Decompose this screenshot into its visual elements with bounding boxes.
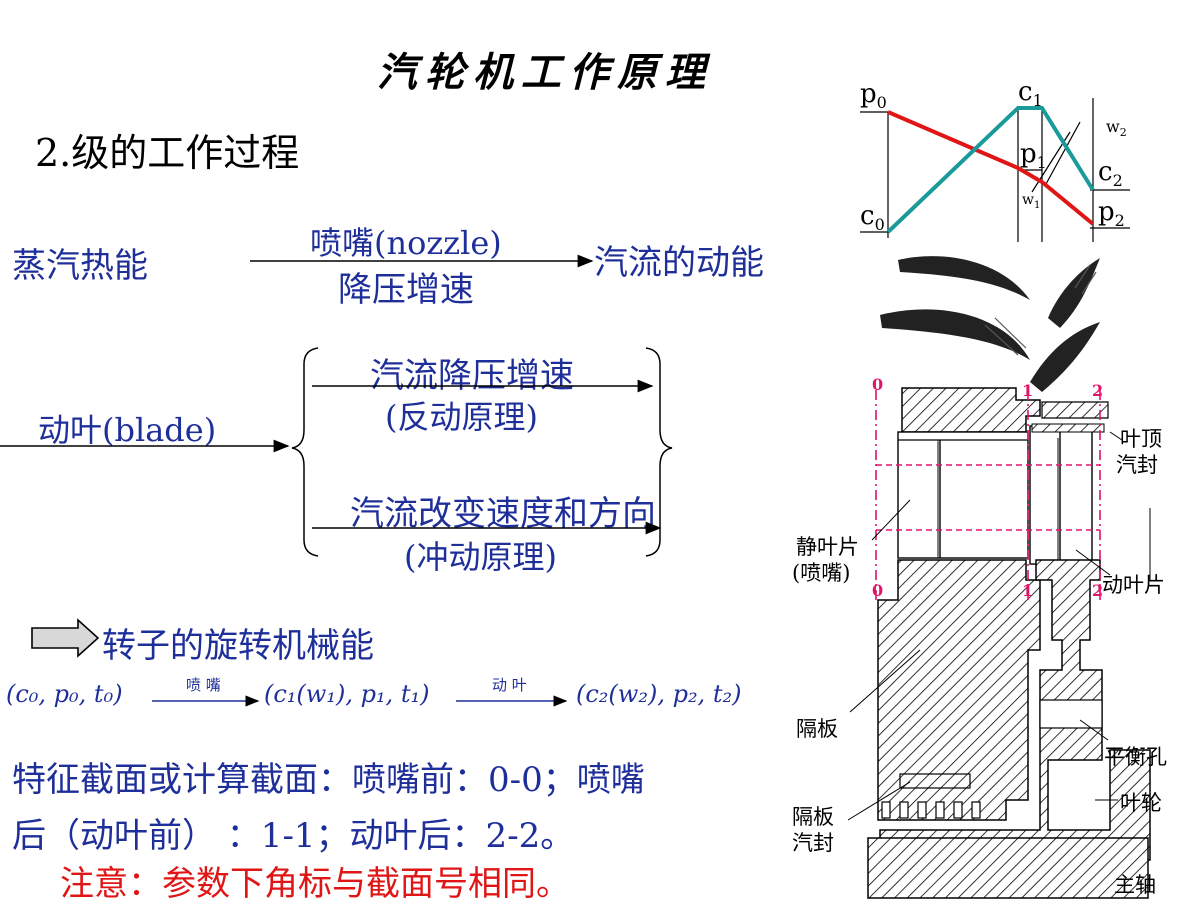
note-text: 注意：参数下角标与截面号相同。: [60, 864, 570, 904]
formula-state2: (c₂(w₂), p₂, t₂): [576, 680, 742, 708]
section-1-bottom: 1: [1022, 581, 1033, 600]
flow2-source: 动叶(blade): [38, 411, 217, 449]
flow-arrows: [0, 254, 673, 707]
balance-hole: [1039, 699, 1103, 729]
label-c2: c2: [1098, 157, 1123, 190]
flow1-arrow-bottom-label: 降压增速: [338, 270, 474, 310]
flow1-target: 汽流的动能: [594, 243, 764, 283]
label-p2: p2: [1098, 197, 1125, 230]
formula-state1: (c₁(w₁), p₁, t₁): [264, 680, 430, 708]
formula-state0: (c₀, p₀, t₀): [6, 680, 123, 708]
label-tip-seal-2: 汽封: [1116, 453, 1158, 477]
section-subtitle: 2.级的工作过程: [35, 131, 300, 175]
right-brace: [645, 347, 673, 557]
flow2-branch1-top: 汽流降压增速: [370, 356, 574, 396]
state-formula: (c₀, p₀, t₀) 喷 嘴 (c₁(w₁), p₁, t₁) 动 叶 (c…: [6, 676, 766, 720]
section-line-2: 后（动叶前） ：1-1；动叶后：2-2。: [12, 816, 575, 856]
label-w1: w1: [1022, 192, 1040, 211]
label-diaphragm: 隔板: [796, 717, 838, 741]
label-diaphragm-seal-2: 汽封: [792, 831, 834, 855]
label-wheel: 叶轮: [1120, 791, 1162, 815]
flow2-branch2-bottom: (冲动原理): [404, 538, 557, 576]
wheel-disk: [879, 559, 1151, 861]
left-brace: [291, 347, 319, 557]
label-p1: p1: [1020, 139, 1047, 172]
shaft: [867, 837, 1149, 899]
stage-diagram: p0 c1 w2 p1 c2 w1 c0 p2: [792, 77, 1167, 899]
section-line-1: 特征截面或计算截面：喷嘴前：0-0；喷嘴: [12, 760, 645, 800]
hollow-arrow-icon: [31, 618, 100, 658]
velocity-line: [886, 106, 1095, 234]
flow1-source: 蒸汽热能: [12, 246, 148, 286]
label-p0: p0: [860, 79, 887, 112]
formula-arrow2-label: 动 叶: [492, 676, 527, 694]
stage-cross-section: [867, 387, 1151, 899]
section-0-bottom: 0: [872, 581, 883, 600]
label-balance-hole: 平衡孔: [1104, 745, 1167, 769]
section-2-top: 2: [1092, 381, 1103, 400]
label-diaphragm-seal-1: 隔板: [792, 805, 834, 829]
label-shaft: 主轴: [1114, 873, 1156, 897]
formula-arrow1-label: 喷 嘴: [186, 676, 221, 694]
casing-top: [901, 387, 1041, 433]
label-c0: c0: [860, 201, 885, 234]
label-rotor-blade: 动叶片: [1102, 573, 1165, 597]
page-title: 汽轮机工作原理: [377, 49, 713, 96]
result-text: 转子的旋转机械能: [102, 626, 374, 666]
label-tip-seal-1: 叶顶: [1120, 427, 1162, 451]
label-stator-2: (喷嘴): [792, 561, 850, 585]
flow2-branch1-bottom: (反动原理): [385, 398, 538, 436]
section-0-top: 0: [872, 375, 883, 394]
label-stator-1: 静叶片: [796, 535, 859, 559]
label-w2: w2: [1106, 117, 1127, 139]
diaphragm-body: [877, 559, 1041, 821]
label-c1: c1: [1018, 77, 1043, 110]
parameter-graph: p0 c1 w2 p1 c2 w1 c0 p2: [860, 77, 1130, 242]
flow1-arrow-top-label: 喷嘴(nozzle): [310, 224, 502, 262]
section-2-bottom: 2: [1092, 581, 1103, 600]
pressure-line: [887, 110, 1095, 226]
section-1-top: 1: [1022, 381, 1033, 400]
blade-profiles: [880, 256, 1100, 392]
section-lines: [875, 390, 1101, 600]
